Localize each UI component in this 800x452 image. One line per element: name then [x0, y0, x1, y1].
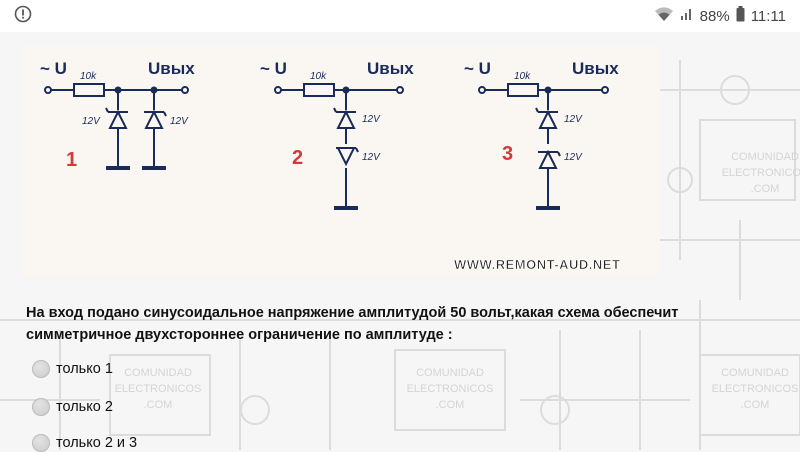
question-text: На вход подано синусоидальное напряжение…: [26, 302, 800, 346]
svg-text:.COM: .COM: [436, 399, 465, 411]
circuit-number-3: 3: [502, 143, 513, 165]
circuit-2: [274, 83, 404, 210]
zener-label-2b: 12V: [362, 152, 381, 163]
option-1[interactable]: только 1: [32, 360, 113, 378]
svg-text:.COM: .COM: [741, 399, 770, 411]
input-label-2: ~ U: [260, 59, 287, 78]
circuit-number-1: 1: [66, 149, 77, 171]
svg-text:.COM: .COM: [751, 183, 780, 195]
circuit-number-2: 2: [292, 147, 303, 169]
zener-circuits-diagram: ~ U Uвых 10k 12V 12V ~ U Uвых 10k 12V 12…: [40, 59, 620, 272]
circuit-1: [44, 83, 189, 170]
circuit-figure: ~ U Uвых 10k 12V 12V ~ U Uвых 10k 12V 12…: [22, 46, 660, 276]
radio-option-1[interactable]: [32, 360, 50, 378]
input-label-3: ~ U: [464, 59, 491, 78]
output-label-3: Uвых: [572, 59, 619, 78]
svg-text:COMUNIDAD: COMUNIDAD: [731, 151, 799, 163]
question-line-1: На вход подано синусоидальное напряжение…: [26, 305, 679, 321]
status-bar: 88% 11:11: [0, 0, 800, 32]
clock-time: 11:11: [750, 7, 786, 25]
figure-watermark: WWW.REMONT-AUD.NET: [454, 257, 620, 272]
alert-circle-icon: [14, 5, 32, 27]
option-1-label: только 1: [56, 361, 113, 377]
svg-text:COMUNIDAD: COMUNIDAD: [416, 367, 484, 379]
svg-text:COMUNIDAD: COMUNIDAD: [721, 367, 789, 379]
svg-text:ELECTRONICOS: ELECTRONICOS: [722, 167, 800, 179]
resistor-label-1: 10k: [80, 71, 97, 82]
svg-text:COMUNIDAD: COMUNIDAD: [124, 367, 192, 379]
zener-label-2a: 12V: [362, 114, 381, 125]
battery-percent: 88%: [699, 7, 730, 25]
input-label-1: ~ U: [40, 59, 67, 78]
resistor-label-2: 10k: [310, 71, 327, 82]
signal-icon: [680, 7, 694, 25]
zener-label-3a: 12V: [564, 114, 583, 125]
wifi-icon: [654, 6, 674, 26]
question-line-2: симметричное двухстороннее ограничение п…: [26, 327, 453, 343]
option-3-label: только 2 и 3: [56, 435, 138, 451]
option-2[interactable]: только 2: [32, 398, 113, 416]
radio-option-3[interactable]: [32, 434, 50, 452]
radio-option-2[interactable]: [32, 398, 50, 416]
circuit-3: [478, 83, 609, 210]
battery-icon: [736, 6, 745, 26]
status-indicators: 88% 11:11: [654, 6, 786, 26]
zener-label-1a: 12V: [82, 116, 101, 127]
svg-text:ELECTRONICOS: ELECTRONICOS: [712, 383, 799, 395]
resistor-label-3: 10k: [514, 71, 531, 82]
zener-label-3b: 12V: [564, 152, 583, 163]
svg-text:ELECTRONICOS: ELECTRONICOS: [115, 383, 202, 395]
option-3[interactable]: только 2 и 3: [32, 434, 137, 452]
svg-text:ELECTRONICOS: ELECTRONICOS: [407, 383, 494, 395]
output-label-1: Uвых: [148, 59, 195, 78]
option-2-label: только 2: [56, 399, 113, 415]
svg-text:.COM: .COM: [144, 399, 173, 411]
output-label-2: Uвых: [367, 59, 414, 78]
zener-label-1b: 12V: [170, 116, 189, 127]
background-circuit-pattern: COMUNIDAD ELECTRONICOS .COM COMUNIDAD EL…: [0, 60, 800, 450]
